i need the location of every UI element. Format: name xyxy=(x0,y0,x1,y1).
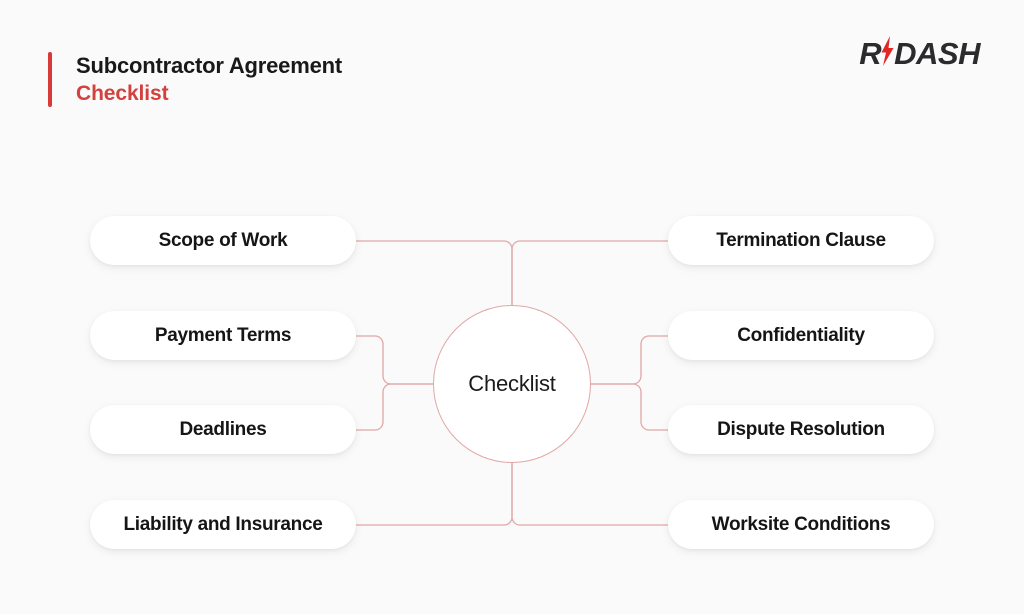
node-worksite-conditions[interactable]: Worksite Conditions xyxy=(668,500,934,549)
logo-text-after: DASH xyxy=(894,35,980,71)
connector-left-upper xyxy=(355,335,434,385)
logo-text-before: R xyxy=(859,35,882,71)
node-label: Scope of Work xyxy=(158,229,288,251)
connector-left-lower xyxy=(355,383,434,431)
connector-top-left xyxy=(355,240,513,306)
brand-logo: R DASH xyxy=(859,36,980,70)
title-accent-bar xyxy=(48,52,52,107)
node-payment-terms[interactable]: Payment Terms xyxy=(90,311,356,360)
connector-right-lower xyxy=(590,383,669,431)
page-subtitle: Checklist xyxy=(76,82,169,105)
node-dispute-resolution[interactable]: Dispute Resolution xyxy=(668,405,934,454)
node-label: Deadlines xyxy=(179,418,267,440)
lightning-bolt-icon xyxy=(881,36,894,66)
node-confidentiality[interactable]: Confidentiality xyxy=(668,311,934,360)
node-label: Termination Clause xyxy=(716,229,886,251)
node-termination-clause[interactable]: Termination Clause xyxy=(668,216,934,265)
node-liability-and-insurance[interactable]: Liability and Insurance xyxy=(90,500,356,549)
page-title: Subcontractor Agreement xyxy=(76,53,342,78)
node-label: Payment Terms xyxy=(154,324,292,346)
page-title-block: Subcontractor Agreement Checklist xyxy=(48,52,342,107)
connector-bottom-right xyxy=(511,462,669,526)
connector-top-right xyxy=(511,240,669,306)
node-label: Dispute Resolution xyxy=(717,418,885,440)
node-deadlines[interactable]: Deadlines xyxy=(90,405,356,454)
connector-right-upper xyxy=(590,335,669,385)
connector-bottom-left xyxy=(355,462,513,526)
title-text-wrap: Subcontractor Agreement Checklist xyxy=(76,52,342,107)
node-label: Liability and Insurance xyxy=(123,513,323,535)
center-node[interactable]: Checklist xyxy=(433,305,591,463)
node-label: Worksite Conditions xyxy=(711,513,891,535)
node-scope-of-work[interactable]: Scope of Work xyxy=(90,216,356,265)
page-header: Subcontractor Agreement Checklist R DASH xyxy=(0,0,1024,130)
center-node-label: Checklist xyxy=(468,371,556,396)
node-label: Confidentiality xyxy=(737,324,865,346)
